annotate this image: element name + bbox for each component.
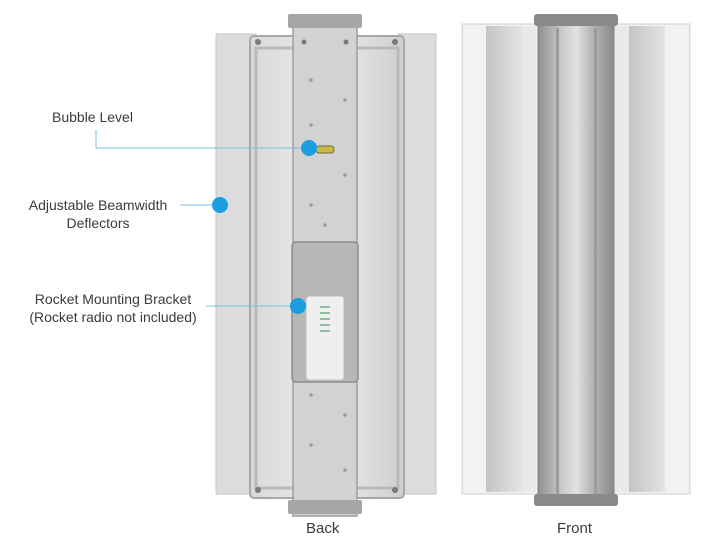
callout-bubble-level (95, 130, 317, 156)
bracket-label-line2: (Rocket radio not included) (29, 309, 197, 325)
radio-leds (320, 306, 330, 332)
radome-groove-right (594, 28, 597, 496)
deflectors-label: Adjustable Beamwidth Deflectors (20, 196, 176, 232)
front-left-deflector (486, 26, 522, 492)
screw (392, 487, 398, 493)
front-caption: Front (557, 520, 593, 537)
deflectors-label-line2: Deflectors (66, 215, 130, 231)
front-left-deflector-inner (522, 26, 536, 492)
front-right-deflector-inner (615, 26, 629, 492)
callout-deflectors (180, 197, 228, 213)
screw (255, 39, 261, 45)
deflectors-label-line1: Adjustable Beamwidth (28, 197, 168, 213)
bottom-cap (288, 500, 362, 514)
bubble-level (315, 145, 335, 154)
bubble-level-label: Bubble Level (52, 109, 133, 125)
front-bottom-cap (534, 494, 618, 506)
back-view (215, 14, 437, 517)
screw (301, 39, 307, 45)
bracket-label-line1: Rocket Mounting Bracket (34, 291, 192, 307)
front-right-deflector (629, 26, 665, 492)
front-top-cap (534, 14, 618, 26)
rocket-radio (305, 295, 345, 381)
back-caption: Back (306, 520, 340, 537)
screw (343, 39, 349, 45)
bracket-label: Rocket Mounting Bracket (Rocket radio no… (22, 290, 204, 326)
screw (392, 39, 398, 45)
radome-groove-left (556, 28, 559, 496)
top-cap (288, 14, 362, 28)
callout-bracket (206, 298, 306, 314)
front-radome (537, 19, 615, 505)
screw (255, 487, 261, 493)
front-view (461, 14, 691, 506)
spine-rivets (309, 78, 347, 472)
